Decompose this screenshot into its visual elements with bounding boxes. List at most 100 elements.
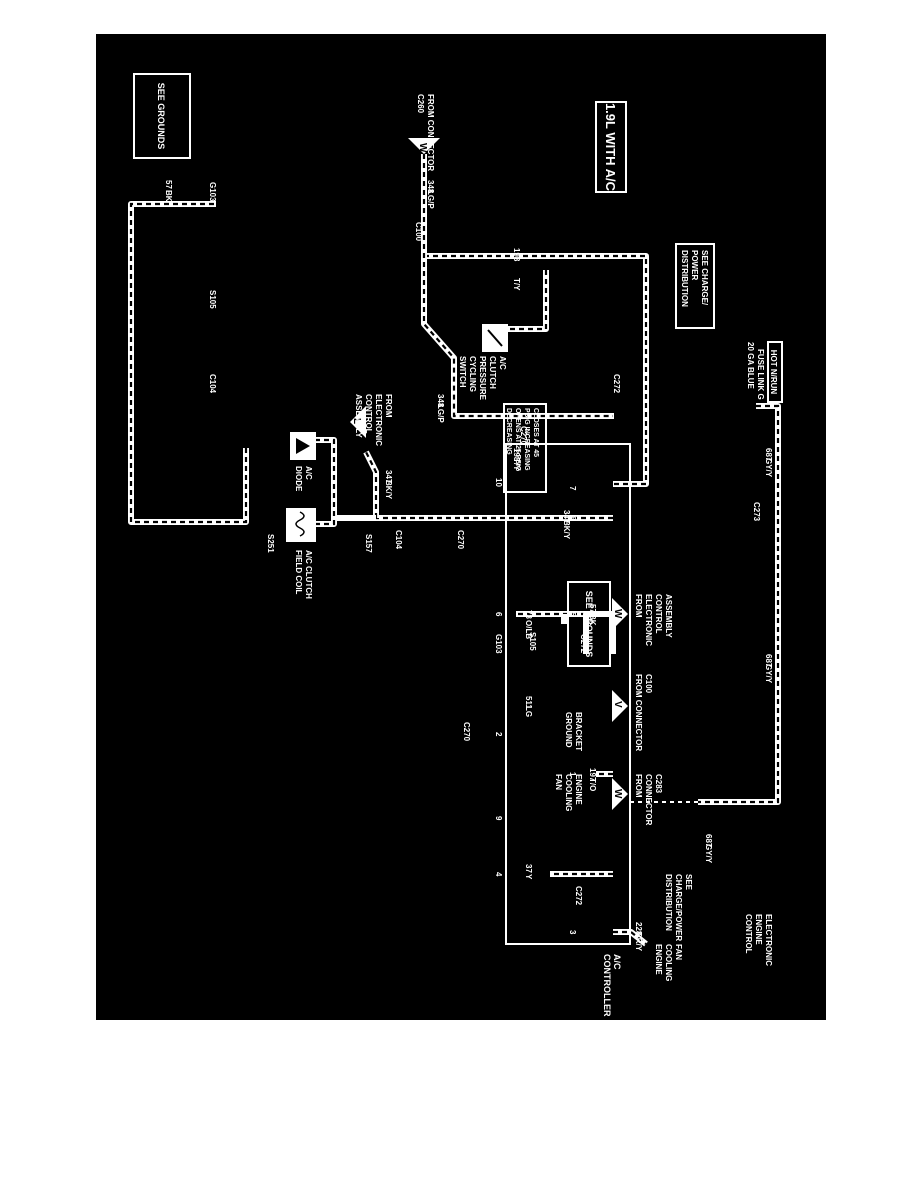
from-c260-2: C260 — [416, 94, 425, 114]
wire-198-switch — [503, 270, 549, 332]
fuse-link-label: FUSE LINK G — [756, 349, 765, 400]
ecf-fan-2-3: FAN — [674, 944, 683, 960]
ecf-fan-2-1: ENGINE — [654, 944, 663, 975]
circ-687-a: 687 — [764, 448, 773, 462]
circ-347-b: 347 — [562, 510, 571, 524]
see-charge-power-line-2: POWER — [690, 250, 699, 280]
circ-lgp-b: LG/P — [436, 404, 445, 423]
see-grounds-box-2 — [567, 581, 611, 667]
pin-5: 5 — [568, 612, 577, 617]
switch-label-3: PRESSURE — [478, 356, 487, 401]
from-c100-2: C100 — [644, 674, 653, 694]
ecf-fan-1-1: ENGINE — [574, 774, 583, 805]
pin-6: 6 — [494, 612, 503, 617]
eec-2: ENGINE — [754, 914, 763, 945]
switch-note-3: OPENS AT 25 PSIG — [514, 408, 521, 472]
switch-note-box — [503, 403, 547, 493]
ac-controller-label-1: A/C — [612, 954, 622, 970]
diode-icon — [296, 438, 310, 454]
circ-347-a: 347 — [384, 470, 393, 484]
pin-8: 8 — [568, 516, 577, 521]
circ-687-c: 687 — [704, 834, 713, 848]
from-c283-2: CONNECTOR — [644, 774, 653, 826]
conn-c272a: C272 — [612, 374, 621, 394]
circ-197: 197 — [588, 768, 597, 782]
eec-1: ELECTRONIC — [764, 914, 773, 966]
from-eca-left-1: FROM — [384, 394, 393, 418]
see-charge-power-line-1: SEE CHARGE/ — [700, 250, 709, 306]
from-eca-left-3: CONTROL — [364, 394, 373, 434]
from-eca-left-4: ASSEMBLY — [354, 394, 363, 438]
from-c283-3: C283 — [654, 774, 663, 794]
from-eca-top-3: CONTROL — [654, 594, 663, 634]
circ-73: 73 — [524, 610, 533, 619]
see-charge-right-1: SEE — [684, 874, 693, 891]
pin-10: 10 — [494, 478, 503, 487]
circ-bk-b: BK — [588, 614, 597, 626]
conn-c273: C273 — [752, 502, 761, 522]
circ-bry: BR/Y — [634, 932, 643, 952]
ecf-fan-2-2: COOLING — [664, 944, 673, 981]
conn-c270c: C270 — [462, 722, 471, 742]
circ-gyy-a: GY/Y — [764, 458, 773, 478]
circ-687-b: 687 — [764, 654, 773, 668]
splice-s105a: S105 — [208, 290, 217, 309]
switch-note-4: DECREASING — [505, 408, 512, 455]
pin-4: 4 — [494, 872, 503, 877]
ac-controller-label-2: CONTROLLER — [602, 954, 612, 1017]
hot-run-box — [767, 341, 783, 403]
circ-bky-b: BK/Y — [562, 520, 571, 540]
connector-eca-top-icon — [612, 598, 628, 630]
coil-label-2: FIELD COIL — [294, 550, 303, 595]
wire-57-bk — [583, 611, 613, 654]
ground-g103b: G103 — [494, 634, 503, 654]
conn-c100: C100 — [414, 222, 423, 242]
connector-c260-letter: W — [417, 143, 428, 153]
ground-g103a: G103 — [208, 182, 217, 202]
see-charge-power-box — [675, 243, 715, 329]
see-grounds-label-1: SEE GROUNDS — [156, 83, 166, 150]
conn-c104b: C104 — [394, 530, 403, 550]
coil-label-1: A/C CLUTCH — [304, 550, 313, 599]
circ-228: 228 — [634, 922, 643, 936]
from-c260-1: FROM CONNECTOR — [426, 94, 435, 171]
circ-lgp-a: LG/P — [426, 190, 435, 209]
circ-bk-a: BK — [164, 190, 173, 202]
connector-triangles: W W V W L — [350, 138, 628, 810]
circ-lg: LG — [524, 706, 533, 717]
connector-eca-top-letter: W — [612, 609, 623, 619]
switch-label-1: A/C — [498, 356, 507, 370]
conn-c270a: C270 — [519, 426, 528, 446]
conn-c270b: C270 — [456, 530, 465, 550]
circ-348-b: 348 — [436, 394, 445, 408]
pin-3: 3 — [568, 930, 577, 935]
switch-label-2: CLUTCH — [488, 356, 497, 389]
diode-label-1: A/C — [304, 466, 313, 480]
bracket-ground-2: GROUND — [564, 712, 573, 748]
wire-57 — [128, 201, 249, 525]
splice-s157: S157 — [364, 534, 373, 553]
switch-label-4: CYCLING — [468, 356, 477, 392]
fuse-ga-label: 20 GA BLUE — [746, 342, 755, 389]
title-box — [595, 101, 627, 193]
pin-7: 7 — [568, 486, 577, 491]
diode-label-2: DIODE — [294, 466, 303, 492]
connector-c100-letter: V — [612, 701, 623, 708]
connector-eca-left-letter: L — [351, 418, 362, 424]
from-eca-left-2: ELECTRONIC — [374, 394, 383, 446]
circ-348-a: 348 — [426, 180, 435, 194]
coil-icon — [295, 511, 305, 537]
splice-s105b: S105 — [528, 632, 537, 651]
from-eca-top-4: ASSEMBLY — [664, 594, 673, 638]
conn-c272b: C272 — [579, 634, 588, 654]
conn-c104a: C104 — [208, 374, 217, 394]
see-charge-right-2: CHARGE/POWER — [674, 874, 683, 941]
from-c283-1: FROM — [634, 774, 643, 798]
see-charge-power-line-3: DISTRIBUTION — [680, 250, 689, 307]
diagram-frame: 1.9L WITH A/C SEE GROUNDS SEE CHARGE/ PO… — [96, 34, 826, 1020]
from-c100-1: FROM CONNECTOR — [634, 674, 643, 751]
circ-57-a: 57 — [164, 180, 173, 189]
connector-eca-left-icon — [350, 406, 366, 438]
circ-y: Y — [524, 874, 533, 880]
